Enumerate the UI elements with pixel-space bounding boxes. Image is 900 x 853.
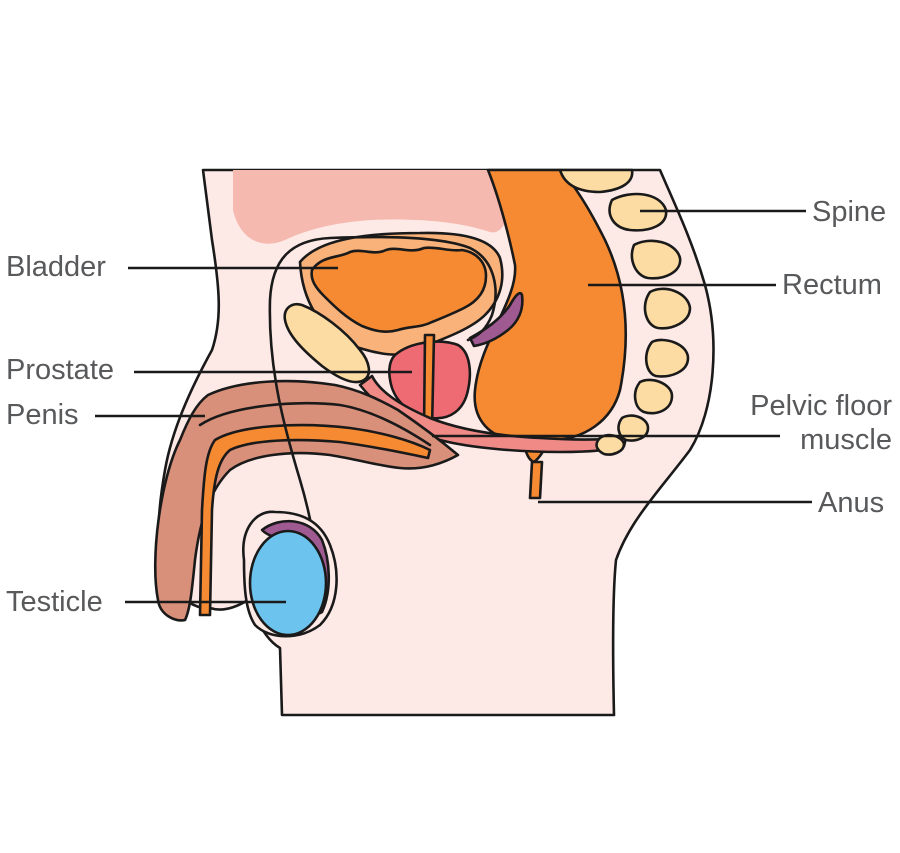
- seminal-vesicle: [468, 291, 524, 348]
- pubic-bone: [283, 302, 371, 384]
- label-testicle: Testicle: [6, 586, 103, 618]
- penile-urethra: [198, 423, 432, 617]
- bladder-inner: [310, 246, 488, 333]
- label-bladder: Bladder: [6, 251, 106, 283]
- label-penis: Penis: [6, 399, 79, 431]
- label-prostate: Prostate: [6, 354, 114, 386]
- spine-column: [558, 168, 692, 456]
- vas-deferens: [268, 235, 497, 592]
- penis-inner-line: [198, 401, 432, 447]
- label-anus: Anus: [818, 487, 885, 519]
- testicle-shape: [248, 529, 328, 637]
- abdominal-tissue: [233, 170, 511, 244]
- anus-shape: [528, 460, 544, 500]
- label-pelvic-floor-line2: muscle: [800, 424, 892, 456]
- label-rectum: Rectum: [782, 269, 882, 301]
- label-pelvic-floor-line1: Pelvic floor: [750, 390, 892, 422]
- label-spine: Spine: [812, 196, 887, 228]
